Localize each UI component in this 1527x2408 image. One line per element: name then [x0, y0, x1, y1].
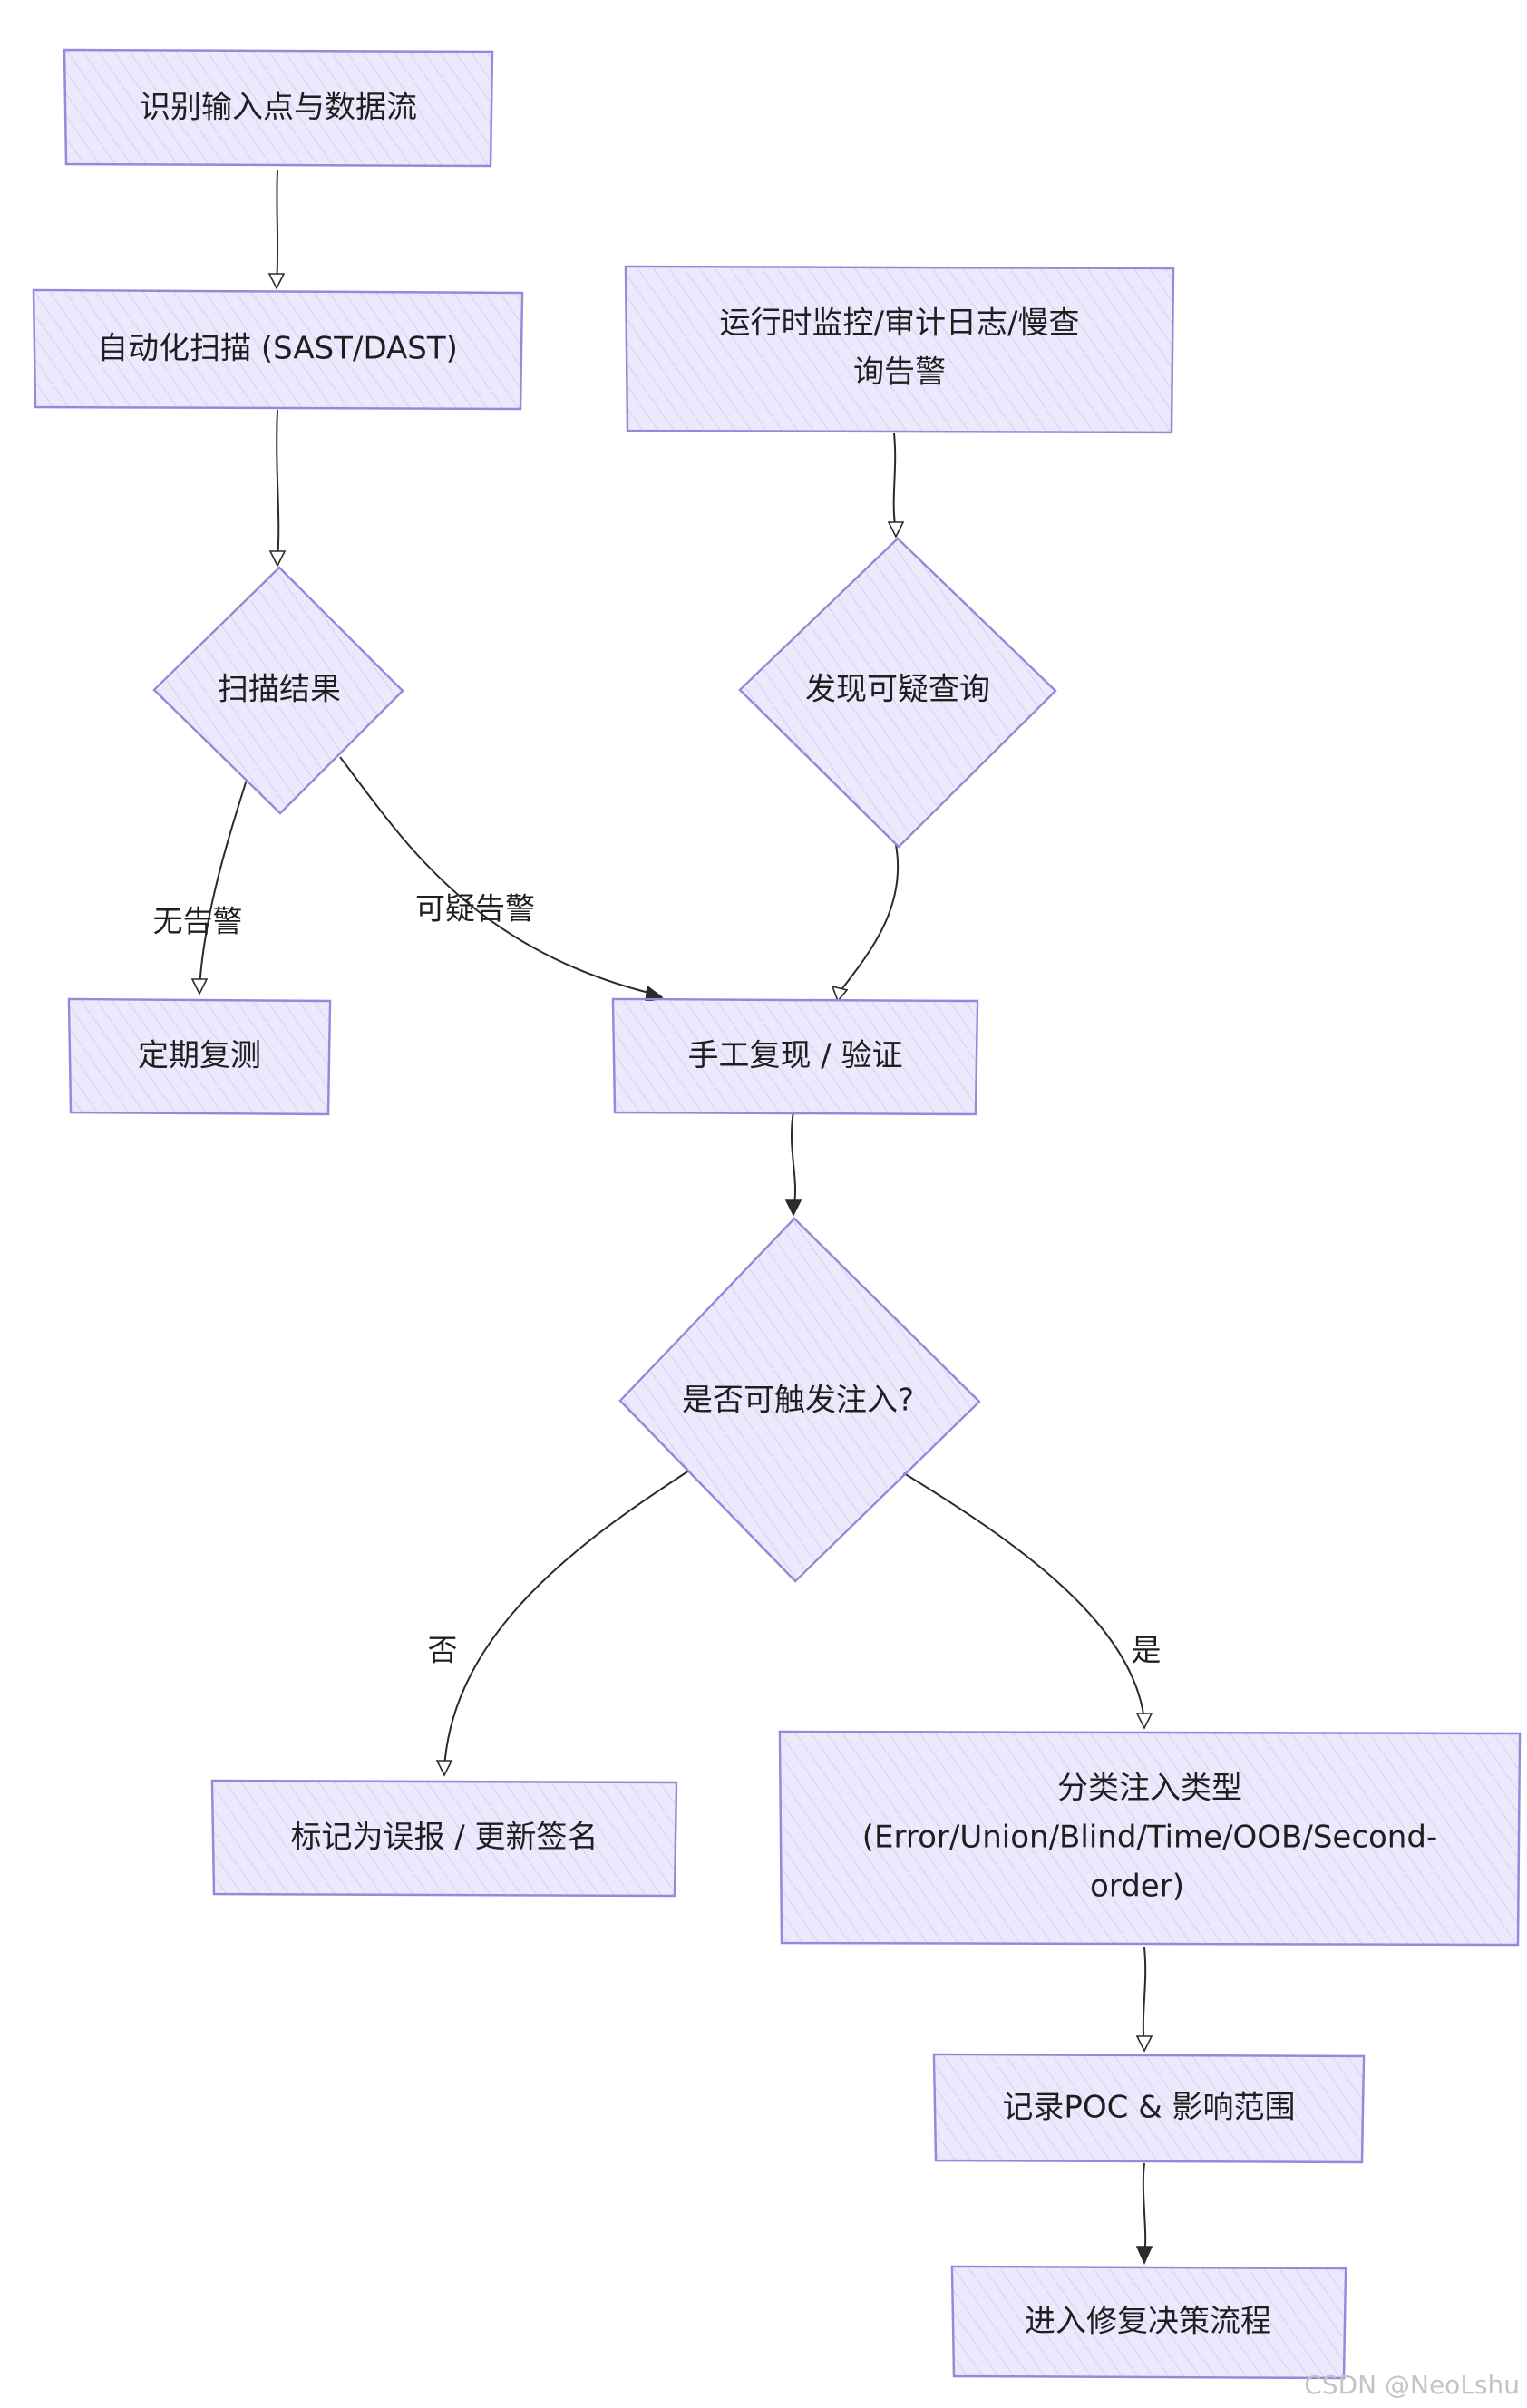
node-fix-flow-text: 进入修复决策流程: [1025, 2304, 1271, 2340]
node-injectable: 是否可触发注入?: [618, 1217, 981, 1583]
edge-label-yes: 是: [1132, 1633, 1162, 1668]
node-periodic-retest-text: 定期复测: [138, 1038, 261, 1074]
node-false-positive: 标记为误报 / 更新签名: [210, 1779, 678, 1898]
node-scan-result-text: 扫描结果: [218, 672, 341, 708]
node-periodic-retest: 定期复测: [67, 997, 332, 1116]
node-scan-result: 扫描结果: [152, 566, 404, 815]
node-identify-input-text: 识别输入点与数据流: [140, 90, 417, 126]
edge-labels: 无告警 可疑告警 否 是: [153, 891, 1162, 1668]
node-classify-line2: (Error/Union/Blind/Time/OOB/Second-: [862, 1820, 1437, 1856]
edge-manual-to-injectable: [784, 1111, 802, 1217]
node-injectable-text: 是否可触发注入?: [682, 1383, 914, 1419]
node-runtime-monitor-line2: 询告警: [853, 354, 946, 391]
edge-label-suspicious-alert: 可疑告警: [415, 891, 535, 927]
edge-record-to-fix: [1135, 2162, 1153, 2265]
node-auto-scan-text: 自动化扫描 (SAST/DAST): [97, 331, 458, 367]
node-record-poc-text: 记录POC & 影响范围: [1002, 2090, 1295, 2126]
node-classify-injection: 分类注入类型 (Error/Union/Blind/Time/OOB/Secon…: [778, 1730, 1522, 1947]
node-suspicious-query: 发现可疑查询: [738, 537, 1057, 849]
edge-scanresult-to-manual: [339, 756, 664, 1005]
node-auto-scan: 自动化扫描 (SAST/DAST): [32, 288, 524, 411]
edge-autoscan-to-scanresult: [268, 409, 287, 568]
node-record-poc: 记录POC & 影响范围: [932, 2053, 1366, 2164]
node-fix-flow: 进入修复决策流程: [950, 2265, 1347, 2380]
node-suspicious-query-text: 发现可疑查询: [805, 672, 990, 708]
edges: [190, 170, 1153, 2265]
node-classify-line1: 分类注入类型: [1057, 1771, 1242, 1807]
edge-label-no-alert: 无告警: [153, 904, 243, 939]
nodes: 识别输入点与数据流 自动化扫描 (SAST/DAST) 扫描结果 运行时监控/审…: [32, 48, 1522, 2380]
edge-label-no: 否: [428, 1633, 458, 1668]
edge-identify-to-autoscan: [267, 170, 286, 290]
node-runtime-monitor-line1: 运行时监控/审计日志/慢查: [720, 306, 1080, 342]
node-false-positive-text: 标记为误报 / 更新签名: [290, 1820, 598, 1856]
node-identify-input: 识别输入点与数据流: [63, 48, 494, 168]
node-manual-verify: 手工复现 / 验证: [611, 997, 979, 1116]
edge-injectable-to-falsepositive: [435, 1470, 690, 1777]
node-runtime-monitor: 运行时监控/审计日志/慢查 询告警: [624, 265, 1175, 434]
edge-suspicious-to-manual: [831, 844, 900, 1003]
node-manual-verify-text: 手工复现 / 验证: [687, 1038, 902, 1074]
edge-scanresult-to-retest: [190, 779, 248, 995]
node-classify-line3: order): [1090, 1869, 1184, 1905]
watermark: CSDN @NeoLshu: [1304, 2370, 1520, 2400]
edge-classify-to-record: [1135, 1947, 1153, 2053]
edge-monitor-to-suspicious: [887, 432, 905, 539]
edge-injectable-to-classify: [899, 1470, 1153, 1730]
